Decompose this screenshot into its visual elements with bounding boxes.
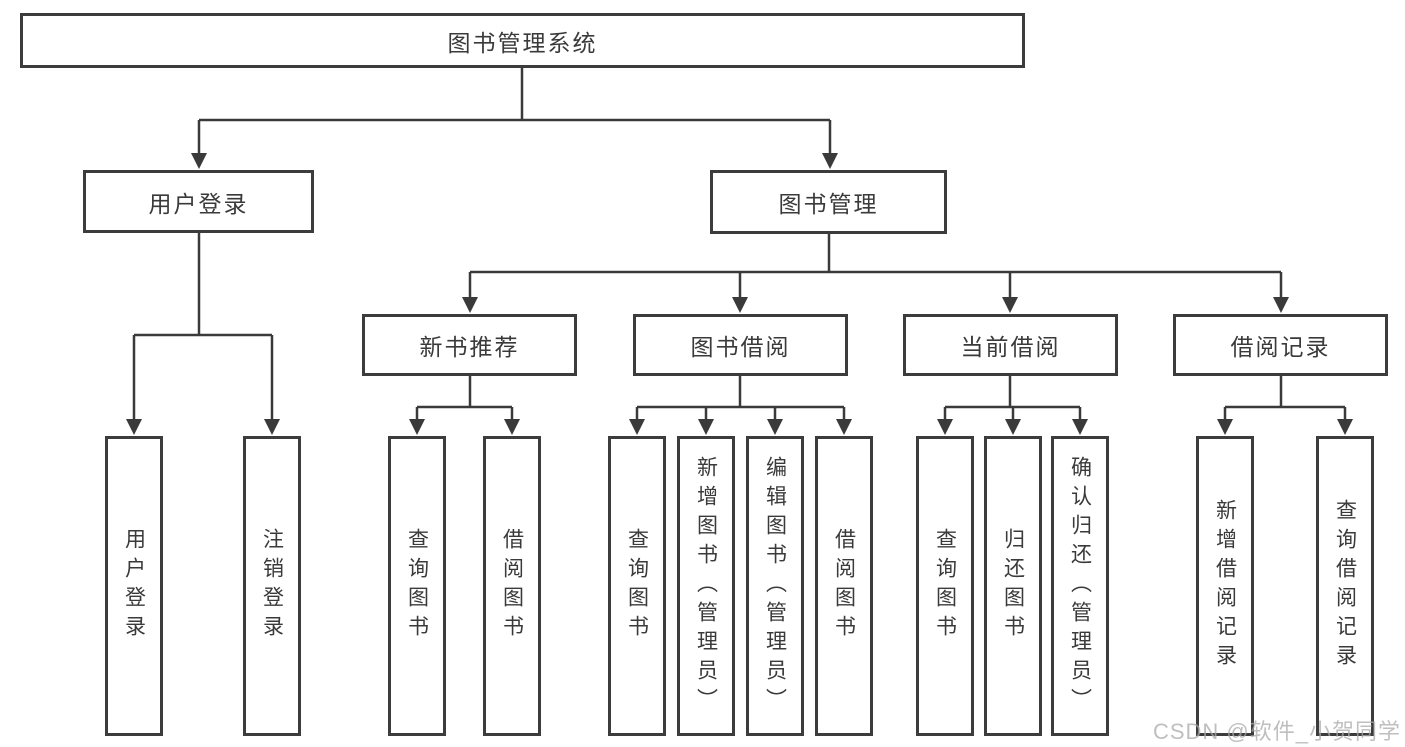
leaf-borrow-books-2-label: 借阅图书 xyxy=(832,528,856,644)
leaf-edit-book-admin-label: 编辑图书（管理员） xyxy=(763,455,787,717)
leaf-add-borrow-record-label: 新增借阅记录 xyxy=(1213,499,1237,673)
node-borrow-records: 借阅记录 xyxy=(1173,314,1388,376)
leaf-query-books-3: 查询图书 xyxy=(916,436,974,736)
leaf-add-book-admin-label: 新增图书（管理员） xyxy=(694,455,718,717)
leaf-query-borrow-record-label: 查询借阅记录 xyxy=(1333,499,1357,673)
leaf-query-books-2-label: 查询图书 xyxy=(625,528,649,644)
node-user-login: 用户登录 xyxy=(83,170,314,233)
node-user-login-label: 用户登录 xyxy=(148,190,249,217)
node-borrow-records-label: 借阅记录 xyxy=(1230,334,1331,360)
node-book-management: 图书管理 xyxy=(710,170,947,234)
leaf-logout-label: 注销登录 xyxy=(260,528,284,644)
leaf-query-books-2: 查询图书 xyxy=(608,436,666,736)
node-book-borrow: 图书借阅 xyxy=(633,314,848,376)
leaf-borrow-books-1: 借阅图书 xyxy=(483,436,541,736)
csdn-watermark: CSDN @软件_小贺同学 xyxy=(1152,719,1401,744)
node-new-book-recommend: 新书推荐 xyxy=(362,314,577,376)
node-new-book-recommend-label: 新书推荐 xyxy=(419,334,520,360)
leaf-user-login: 用户登录 xyxy=(105,436,163,736)
leaf-confirm-return-admin-label: 确认归还（管理员） xyxy=(1068,455,1092,717)
leaf-borrow-books-2: 借阅图书 xyxy=(815,436,873,736)
leaf-logout: 注销登录 xyxy=(243,436,301,736)
node-library-system-label: 图书管理系统 xyxy=(447,29,598,56)
leaf-return-books-label: 归还图书 xyxy=(1001,528,1025,644)
node-current-borrow: 当前借阅 xyxy=(903,314,1118,376)
leaf-query-books-1-label: 查询图书 xyxy=(405,528,429,644)
leaf-user-login-label: 用户登录 xyxy=(122,528,146,644)
leaf-confirm-return-admin: 确认归还（管理员） xyxy=(1051,436,1109,736)
leaf-add-book-admin: 新增图书（管理员） xyxy=(677,436,735,736)
leaf-borrow-books-1-label: 借阅图书 xyxy=(500,528,524,644)
leaf-query-books-3-label: 查询图书 xyxy=(933,528,957,644)
node-current-borrow-label: 当前借阅 xyxy=(960,334,1061,360)
leaf-query-books-1: 查询图书 xyxy=(388,436,446,736)
node-library-system: 图书管理系统 xyxy=(20,13,1025,68)
leaf-edit-book-admin: 编辑图书（管理员） xyxy=(746,436,804,736)
node-book-borrow-label: 图书借阅 xyxy=(690,334,791,360)
leaf-add-borrow-record: 新增借阅记录 xyxy=(1196,436,1254,736)
node-book-management-label: 图书管理 xyxy=(778,191,879,217)
leaf-return-books: 归还图书 xyxy=(984,436,1042,736)
leaf-query-borrow-record: 查询借阅记录 xyxy=(1316,436,1374,736)
